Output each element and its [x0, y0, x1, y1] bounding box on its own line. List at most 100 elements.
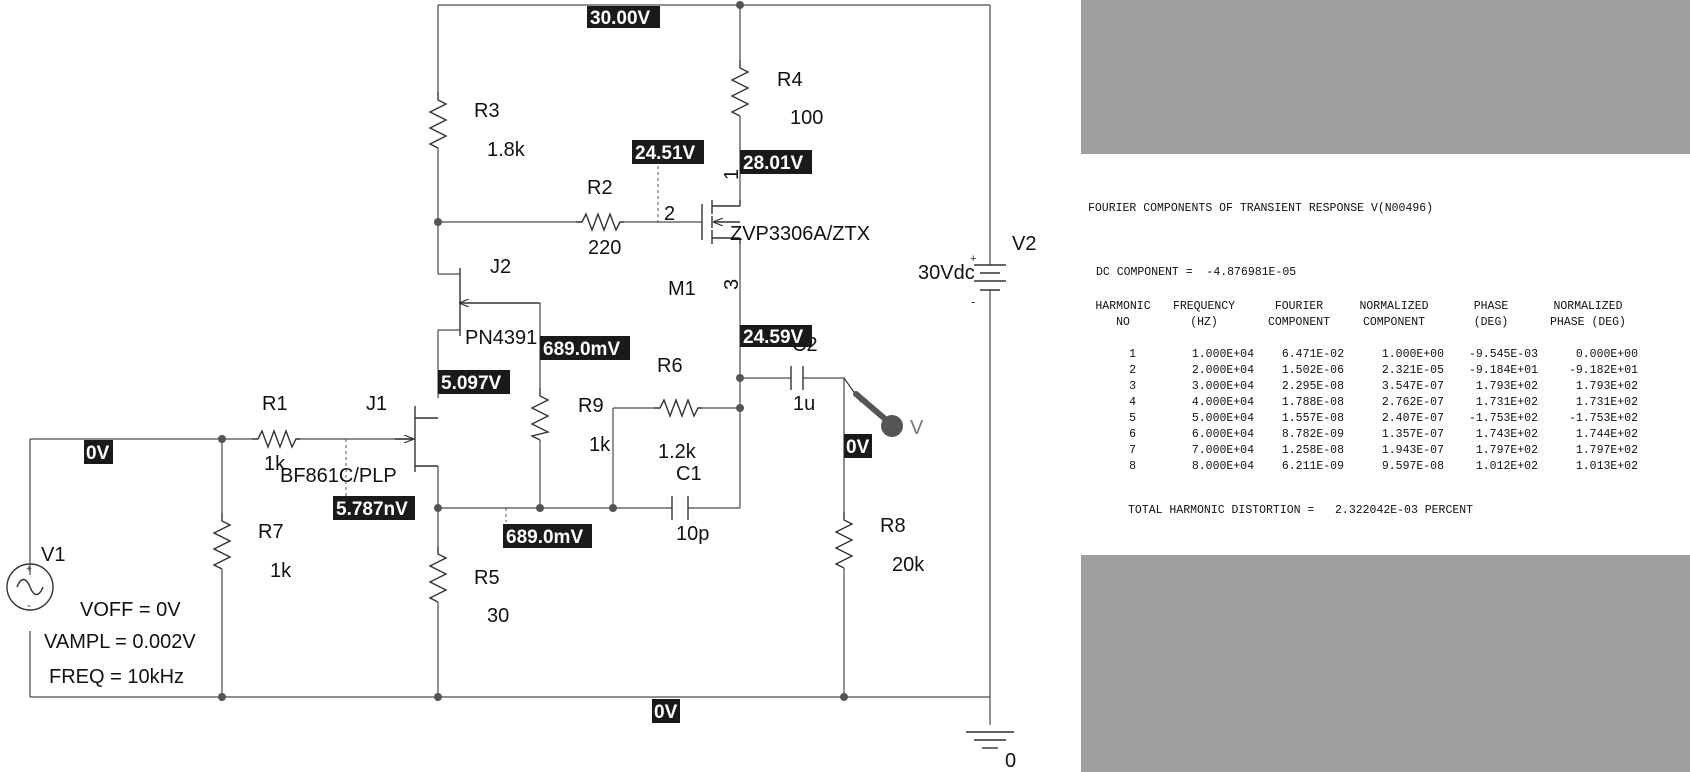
- c1-ref: C1: [676, 463, 702, 485]
- j1-ref: J1: [366, 393, 387, 415]
- fourier-component: 6.471E-02: [1281, 347, 1344, 361]
- v1-vampl: VAMPL = 0.002V: [44, 631, 196, 653]
- frequency: 3.000E+04: [1191, 379, 1254, 393]
- harmonic-no: 2: [1129, 363, 1136, 377]
- r8-value: 20k: [892, 554, 925, 576]
- phase: -9.545E-03: [1468, 347, 1538, 361]
- r5-value: 30: [487, 605, 509, 627]
- voltage-marker-supply: 30.00V: [587, 6, 660, 29]
- m1-ref: M1: [668, 278, 696, 300]
- col-subheader-frequency: (HZ): [1190, 315, 1218, 329]
- r3-resistor-symbol[interactable]: [428, 92, 448, 149]
- fourier-component: 1.557E-08: [1281, 411, 1344, 425]
- j2-jfet-symbol[interactable]: [460, 268, 540, 336]
- col-subheader-phase: (DEG): [1473, 315, 1509, 329]
- r6-value: 1.2k: [658, 441, 697, 463]
- dc-component: DC COMPONENT = -4.876981E-05: [1096, 266, 1297, 279]
- r4-value: 100: [790, 107, 823, 129]
- ground-ref: 0: [1005, 750, 1016, 772]
- v2-dc-source-symbol[interactable]: [974, 264, 1006, 291]
- j1-value: BF861C/PLP: [280, 465, 397, 487]
- table-row: 1 1.000E+04 6.471E-02 1.000E+00 -9.545E-…: [1092, 346, 1638, 362]
- frequency: 7.000E+04: [1191, 443, 1254, 457]
- r7-value: 1k: [270, 560, 292, 582]
- r8-resistor-symbol[interactable]: [834, 512, 854, 569]
- normalized-component: 9.597E-08: [1381, 459, 1444, 473]
- fourier-component: 2.295E-08: [1281, 379, 1344, 393]
- harmonic-no: 1: [1129, 347, 1136, 361]
- phase: 1.012E+02: [1475, 459, 1538, 473]
- junction-dots: [218, 1, 848, 701]
- harmonic-no: 8: [1129, 459, 1136, 473]
- r5-ref: R5: [474, 567, 500, 589]
- phase: 1.743E+02: [1475, 427, 1538, 441]
- table-row: 8 8.000E+04 6.211E-09 9.597E-08 1.012E+0…: [1092, 458, 1638, 474]
- r7-ref: R7: [258, 521, 284, 543]
- r2-resistor-symbol[interactable]: [576, 212, 624, 232]
- voltage-marker-m1-source: 24.59V: [740, 325, 812, 348]
- m1-pin-2: 2: [664, 203, 675, 225]
- voltage-marker-output: 0V: [844, 434, 872, 458]
- probe-label: V: [910, 417, 924, 439]
- phase: 1.797E+02: [1475, 443, 1538, 457]
- voltage-m1-source: 24.59V: [743, 327, 804, 348]
- normalized-component: 1.943E-07: [1381, 443, 1444, 457]
- fourier-component: 1.502E-06: [1281, 363, 1344, 377]
- svg-text:+: +: [26, 564, 32, 575]
- table-row: 6 6.000E+04 8.782E-09 1.357E-07 1.743E+0…: [1092, 426, 1638, 442]
- normalized-phase: 0.000E+00: [1575, 347, 1638, 361]
- total-harmonic-distortion: TOTAL HARMONIC DISTORTION = 2.322042E-03…: [1128, 504, 1474, 517]
- r6-resistor-symbol[interactable]: [654, 398, 702, 418]
- voltage-marker-m1-gate: 24.51V: [632, 140, 704, 164]
- r4-resistor-symbol[interactable]: [730, 60, 750, 117]
- r1-resistor-symbol[interactable]: [252, 429, 300, 449]
- table-row: 4 4.000E+04 1.788E-08 2.762E-07 1.731E+0…: [1092, 394, 1638, 410]
- harmonic-no: 4: [1129, 395, 1136, 409]
- r1-value: 1k: [264, 453, 286, 475]
- table-row: 7 7.000E+04 1.258E-08 1.943E-07 1.797E+0…: [1092, 442, 1638, 458]
- col-header-fourier: FOURIER: [1274, 299, 1324, 313]
- col-subheader-normalized-phase: PHASE (DEG): [1550, 315, 1626, 329]
- normalized-phase: 1.744E+02: [1575, 427, 1638, 441]
- m1-pin-3: 3: [721, 279, 743, 290]
- voltage-input: 0V: [86, 443, 110, 464]
- r5-resistor-symbol[interactable]: [428, 546, 448, 603]
- r4-ref: R4: [777, 69, 803, 91]
- phase: 1.793E+02: [1475, 379, 1538, 393]
- phase: -9.184E+01: [1468, 363, 1538, 377]
- m1-mosfet-symbol[interactable]: [701, 200, 741, 244]
- harmonic-no: 3: [1129, 379, 1136, 393]
- normalized-component: 1.357E-07: [1381, 427, 1444, 441]
- r9-resistor-symbol[interactable]: [529, 388, 551, 441]
- normalized-phase: -9.182E+01: [1568, 363, 1638, 377]
- j2-value: PN4391: [465, 327, 537, 349]
- voltage-probe-icon[interactable]: [843, 377, 903, 437]
- harmonic-no: 7: [1129, 443, 1136, 457]
- voltage-m1-gate: 24.51V: [635, 143, 696, 164]
- voltage-supply: 30.00V: [590, 8, 651, 29]
- circuit-schematic: R3 1.8k R4 100 R2 220 R1 1k R7 1k R9 1k …: [6, 1, 1037, 772]
- v2-ref: V2: [1012, 233, 1036, 255]
- c1-capacitor-symbol[interactable]: [671, 496, 689, 520]
- voltage-marker-m1-drain: 28.01V: [740, 150, 812, 174]
- frequency: 4.000E+04: [1191, 395, 1254, 409]
- fourier-component: 1.788E-08: [1281, 395, 1344, 409]
- normalized-component: 2.762E-07: [1381, 395, 1444, 409]
- voltage-j2-source: 689.0mV: [543, 339, 620, 360]
- r7-resistor-symbol[interactable]: [212, 513, 232, 570]
- table-row: 2 2.000E+04 1.502E-06 2.321E-05 -9.184E+…: [1092, 362, 1638, 378]
- col-header-harmonic: HARMONIC: [1095, 299, 1151, 313]
- r6-ref: R6: [657, 355, 683, 377]
- m1-pin-1: 1: [721, 169, 743, 180]
- v1-sine-source-symbol[interactable]: + -: [6, 563, 54, 612]
- normalized-phase: 1.013E+02: [1575, 459, 1638, 473]
- c2-capacitor-symbol[interactable]: [790, 366, 804, 390]
- fourier-component: 8.782E-09: [1281, 427, 1344, 441]
- j1-jfet-symbol[interactable]: [395, 406, 438, 472]
- report-title: FOURIER COMPONENTS OF TRANSIENT RESPONSE…: [1088, 202, 1434, 215]
- r9-value: 1k: [589, 434, 611, 456]
- normalized-phase: 1.731E+02: [1575, 395, 1638, 409]
- table-header-row: HARMONIC FREQUENCY FOURIER NORMALIZED PH…: [1092, 298, 1638, 314]
- voltage-marker-ground: 0V: [652, 699, 680, 723]
- harmonics-table: HARMONIC FREQUENCY FOURIER NORMALIZED PH…: [1092, 298, 1638, 474]
